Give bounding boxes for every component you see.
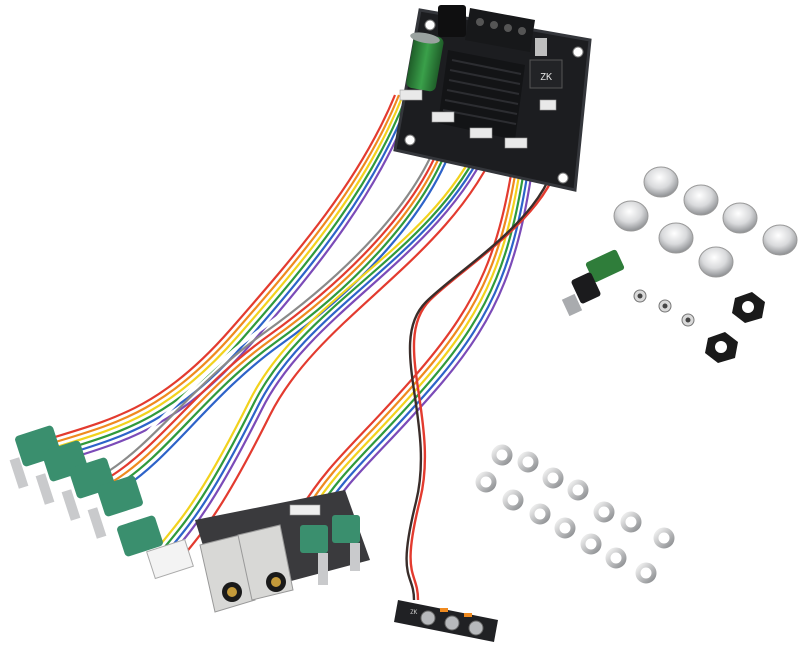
knob — [643, 166, 679, 198]
knob — [613, 200, 649, 232]
audio-jack — [199, 534, 256, 613]
audio-jack — [237, 524, 294, 601]
knob — [722, 202, 758, 234]
hardware-small — [633, 289, 765, 363]
capacitor — [406, 32, 444, 92]
knob — [698, 246, 734, 278]
knob — [683, 184, 719, 216]
knob — [658, 222, 694, 254]
knob — [762, 224, 798, 256]
audio-input-board — [195, 490, 370, 613]
board-mark: ZK — [540, 72, 552, 83]
ribbon-cable-d — [299, 149, 537, 526]
led-wire — [405, 119, 564, 601]
potentiometer — [332, 515, 360, 571]
board-switch — [535, 38, 547, 56]
hex-nut — [705, 332, 738, 363]
button-board-mark: ZK — [410, 609, 418, 616]
board-dc-jack — [438, 5, 466, 37]
bluetooth-module — [529, 59, 563, 89]
amplifier-board: ZK — [393, 5, 592, 192]
potentiometer-board-left — [9, 425, 194, 580]
washer-grid — [475, 444, 675, 584]
knob-set — [613, 166, 798, 278]
potentiometer — [87, 475, 143, 539]
dc-barrel-adapter — [561, 249, 625, 317]
potentiometer — [300, 525, 328, 585]
hex-nut — [732, 292, 765, 323]
button-board: ZK — [394, 600, 498, 642]
screw-terminal — [465, 8, 535, 52]
heatsink — [438, 50, 525, 140]
ribbon-cable-b — [99, 119, 462, 491]
potentiometer — [117, 515, 163, 557]
